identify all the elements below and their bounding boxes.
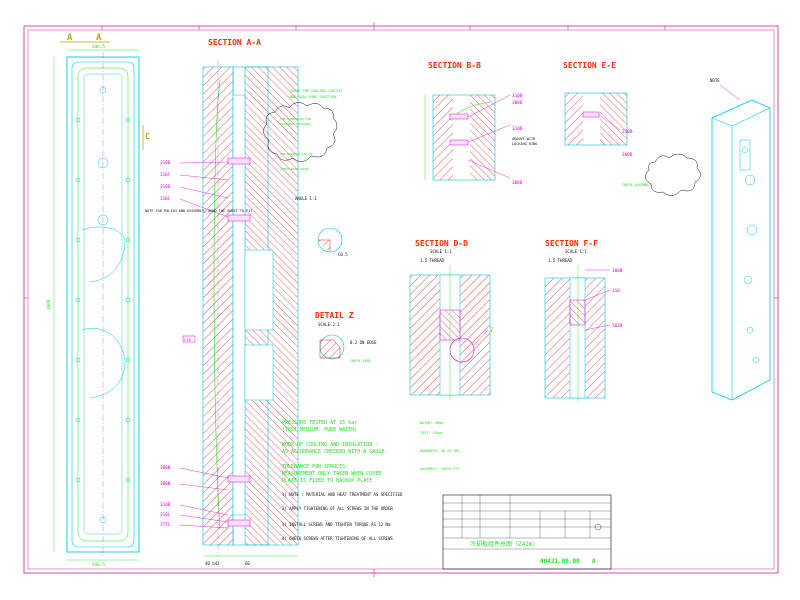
note-line1: PRESSURE TESTED AT 15 bar [282,420,357,426]
iso-view: NOTE [710,78,771,401]
aa-part-0: 310B [160,160,171,166]
ff-part-1: 310- [612,288,622,294]
aa-left-note: NOTE FOR POLISH AND ASSEMBLY, BEND THE S… [145,209,253,213]
title-block-number: 40421.09.00 [540,558,580,565]
angle-tag: ANGLE 1:1 [295,196,317,201]
note-n2: 2) APPLY TIGHTENING OF ALL SCREWS IN THE… [282,506,393,511]
svg-text:CHECK ASSEMBLY: CHECK ASSEMBLY [622,183,652,187]
aa-part-bottom-0: 300B [160,465,171,471]
aa-bottom-dim-1: 60 [245,561,250,566]
note-n1: 1) NOTE : MATERIAL AND HEAT TREATMENT AS… [282,492,403,497]
bb-part-1: 300D [512,100,523,106]
aa-part-bottom-4: 3TTC [160,522,171,528]
svg-text:THE MAXIMUM GAP OF: THE MAXIMUM GAP OF [280,152,313,156]
aa-part-1: 310F [160,172,171,178]
section-bb-title: SECTION B-B [428,61,481,70]
aa-part-2: 310D [160,184,171,190]
bb-part-0: 310B- [512,93,525,99]
projection-symbol-icon [594,523,602,531]
title-block-rev: A [592,558,596,565]
note-line5: TOLERANCE FOR SPRUCES: [282,464,348,470]
svg-text:CHECK WITH GAUGE: CHECK WITH GAUGE [280,167,309,171]
aa-part-bottom-2: 310B [160,502,171,508]
note-n3: 3) INSTALL SCREWS AND TIGHTEN TORQUE AS … [282,522,391,527]
section-f-f: SECTION F-F SCALE 1:1 1.5 THREAD 300B 31… [544,239,623,402]
note-line6: MEASUREMENT ONLY TAKEN WHEN COVER [282,471,382,477]
svg-text:CHECK EDGE: CHECK EDGE [350,359,371,363]
note-n4: 4) CHECK SCREWS AFTER TIGHTENING OF ALL … [282,536,393,541]
section-mark-a-left: A [67,33,73,43]
section-d-d: SECTION D-D SCALE 1:1 1.5 THREAD Z [409,239,494,400]
aa-bottom-dim-0: 40 b42 [205,561,220,566]
revision-cloud-ee [645,153,701,196]
detail-z: DETAIL Z SCALE 2:1 0.2 ON EDGE CHECK EDG… [315,311,377,363]
svg-text:WATER: 30mm: WATER: 30mm [420,421,443,425]
section-aa-title: SECTION A-A [208,38,261,47]
detail-z-note: 0.2 ON EDGE [350,340,377,345]
title-block: 冷却板组件总图（Z42m） 40421.09.00 A [442,494,612,570]
section-a-a: SECTION A-A 310B 310F 310D 310C NOTE FOR… [145,38,348,566]
bb-part-3: 300D [512,180,523,186]
left-top-dim: 346.5 [92,44,105,50]
dd-left: 1.5 THREAD [420,258,445,263]
svg-text:C0.5: C0.5 [338,252,348,257]
aa-part-3: 310C [160,196,171,202]
svg-text:THE DIMENSION FOR: THE DIMENSION FOR [280,117,311,121]
note-line3: MODE OF COOLING AND INSULATION : [282,442,378,448]
svg-text:AND SEAL RING POSITION: AND SEAL RING POSITION [290,95,336,99]
section-ff-title: SECTION F-F [545,239,598,248]
note-line2: (TEST MEDIUM: PURE WATER) [282,427,357,433]
outer-border [23,25,779,574]
aa-part-bottom-3: 310L [160,512,171,518]
title-block-name: 冷却板组件总图（Z42m） [470,540,538,548]
ff-part-0: 300B [612,268,623,274]
section-b-b: SECTION B-B 310B- 300D 310D- 300D GROOVE… [424,61,537,186]
detail-z-scale: SCALE 2:1 [318,322,340,327]
revision-cloud-aa [263,102,338,162]
ee-part-1: 300D [622,152,633,158]
svg-text:CHECK THE COOLING CIRCUIT: CHECK THE COOLING CIRCUIT [290,89,344,93]
left-height-dim: 1080 [46,299,52,310]
border-ticks [24,22,778,577]
left-bottom-dim: 340.5 [92,562,105,568]
ff-scale: SCALE 1:1 [565,249,587,254]
aa-side-tag: C26 [184,337,192,342]
ff-left: 1.5 THREAD [548,258,573,263]
bb-part-2: 310D- [512,126,525,132]
note-line4: AS ACCORDANCE CHECKED WITH A GAUGE. [282,449,387,455]
svg-text:ASSEMBLY: CHECK FIT: ASSEMBLY: CHECK FIT [420,467,461,471]
dd-scale: SCALE 1:1 [430,249,452,254]
ee-part-0: 310B- [622,129,635,135]
section-dd-title: SECTION D-D [415,239,468,248]
detail-z-title: DETAIL Z [315,311,354,320]
section-mark-a-right: A [96,33,102,43]
svg-text:TEST: 15bar: TEST: 15bar [420,431,443,435]
iso-note: NOTE [710,78,720,83]
aa-part-bottom-1: 300B [160,481,171,487]
svg-text:GROOVE WITH: GROOVE WITH [512,137,535,141]
z-mark: Z [490,327,494,334]
svg-text:HARDNESS: 48-52 HRC: HARDNESS: 48-52 HRC [420,449,460,453]
svg-text:ASSEMBLY MEASURED: ASSEMBLY MEASURED [280,122,311,126]
plan-view: 346.5 340.5 1080 A A C [46,33,150,568]
section-mark-c: C [145,132,150,141]
general-notes: PRESSURE TESTED AT 15 bar (TEST MEDIUM: … [282,420,461,541]
ff-part-2: 302B [612,323,623,329]
section-e-e: SECTION E-E 310B- 300D CHECK ASSEMBLY [563,61,701,196]
svg-text:LOCKING RING: LOCKING RING [512,142,537,146]
inner-border [27,29,775,570]
note-line7: PLATE IS FIXED TO BACKUP PLATE [282,478,372,484]
section-ee-title: SECTION E-E [563,61,616,70]
